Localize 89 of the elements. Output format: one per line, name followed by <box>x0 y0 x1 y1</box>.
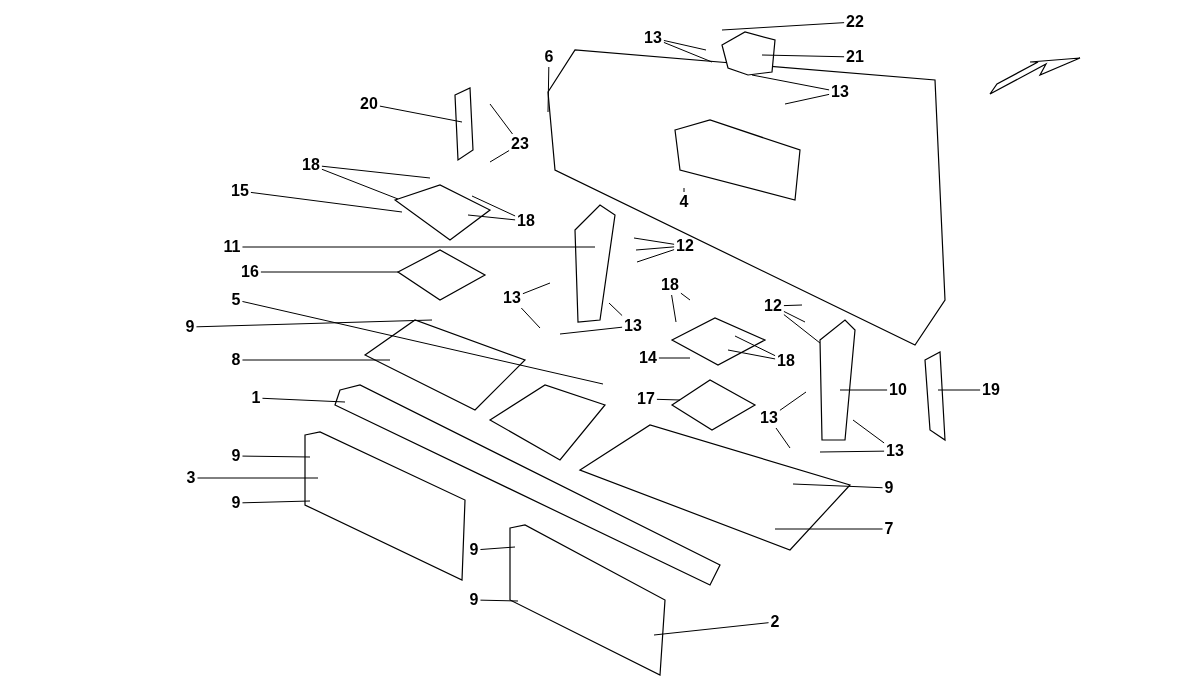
leader-line <box>792 483 884 489</box>
leader-line <box>721 22 845 31</box>
leader-line <box>656 398 681 401</box>
callout-number: 23 <box>511 135 529 153</box>
leader-line <box>241 246 596 248</box>
leader-line <box>559 326 623 335</box>
leader-line <box>261 397 346 403</box>
callout-number: 9 <box>469 541 479 559</box>
callout-number: 1 <box>251 389 261 407</box>
callout-number: 14 <box>639 349 657 367</box>
leader-line <box>479 546 516 551</box>
leader-line <box>783 314 821 344</box>
callout-number: 16 <box>241 263 259 281</box>
leader-line <box>195 319 433 328</box>
leader-line <box>321 168 399 200</box>
callout-number: 22 <box>846 13 864 31</box>
leader-line <box>260 271 399 273</box>
callout-number: 17 <box>637 390 655 408</box>
callout-number: 10 <box>889 381 907 399</box>
leader-line <box>727 349 776 360</box>
callout-number: 13 <box>503 289 521 307</box>
callout-number: 9 <box>469 591 479 609</box>
callout-number: 13 <box>624 317 642 335</box>
callout-number: 12 <box>676 237 694 255</box>
leader-line <box>653 622 770 636</box>
callout-number: 3 <box>186 469 196 487</box>
leader-line <box>608 302 623 317</box>
leader-line <box>852 419 885 444</box>
callout-number: 5 <box>231 291 241 309</box>
leader-line <box>241 500 311 504</box>
leader-line <box>522 282 551 295</box>
callout-number: 18 <box>517 212 535 230</box>
leader-line <box>547 66 550 113</box>
callout-number: 9 <box>185 318 195 336</box>
callout-number: 2 <box>770 613 780 631</box>
leader-line <box>321 165 431 179</box>
callout-number: 18 <box>777 352 795 370</box>
leader-line <box>937 389 981 391</box>
leader-line <box>467 214 516 221</box>
leader-line <box>241 359 391 361</box>
callout-number: 6 <box>544 48 554 66</box>
callout-number: 18 <box>661 276 679 294</box>
leader-line <box>774 528 884 530</box>
callout-number: 4 <box>679 193 689 211</box>
leader-line <box>680 292 691 301</box>
callout-number: 18 <box>302 156 320 174</box>
leader-line <box>775 427 791 449</box>
leader-line <box>839 389 888 391</box>
leader-line <box>779 391 807 411</box>
callout-number: 7 <box>884 520 894 538</box>
callout-number: 13 <box>644 29 662 47</box>
leader-line <box>471 195 516 217</box>
leader-line <box>683 187 685 193</box>
leader-line <box>250 191 403 213</box>
leader-line <box>663 41 713 63</box>
callout-number: 12 <box>764 297 782 315</box>
callout-number: 9 <box>884 479 894 497</box>
leader-line <box>241 301 604 385</box>
callout-number: 9 <box>231 494 241 512</box>
callout-number: 9 <box>231 447 241 465</box>
callout-number: 21 <box>846 48 864 66</box>
leader-line <box>489 103 513 135</box>
leader-line <box>751 74 830 91</box>
leader-line <box>671 294 677 323</box>
leader-line <box>489 150 510 163</box>
leader-line <box>241 455 311 458</box>
callout-number: 13 <box>760 409 778 427</box>
callout-number: 19 <box>982 381 1000 399</box>
leader-line <box>196 477 319 479</box>
leader-line <box>520 307 541 329</box>
callout-number: 15 <box>231 182 249 200</box>
leader-line <box>479 599 519 602</box>
callout-number: 20 <box>360 95 378 113</box>
leader-line <box>379 105 463 123</box>
callout-number: 11 <box>223 238 241 256</box>
leader-line <box>635 246 675 251</box>
leader-line <box>784 93 830 105</box>
leader-line <box>658 357 691 359</box>
callout-number: 8 <box>231 351 241 369</box>
leader-line <box>734 335 776 357</box>
leader-line <box>783 304 803 307</box>
leader-line <box>783 310 806 323</box>
callout-number: 13 <box>831 83 849 101</box>
leader-line <box>819 450 885 453</box>
leader-line <box>761 54 845 58</box>
leader-line <box>633 237 675 245</box>
callout-number: 13 <box>886 442 904 460</box>
leader-line <box>636 249 675 263</box>
leader-line <box>663 39 707 51</box>
